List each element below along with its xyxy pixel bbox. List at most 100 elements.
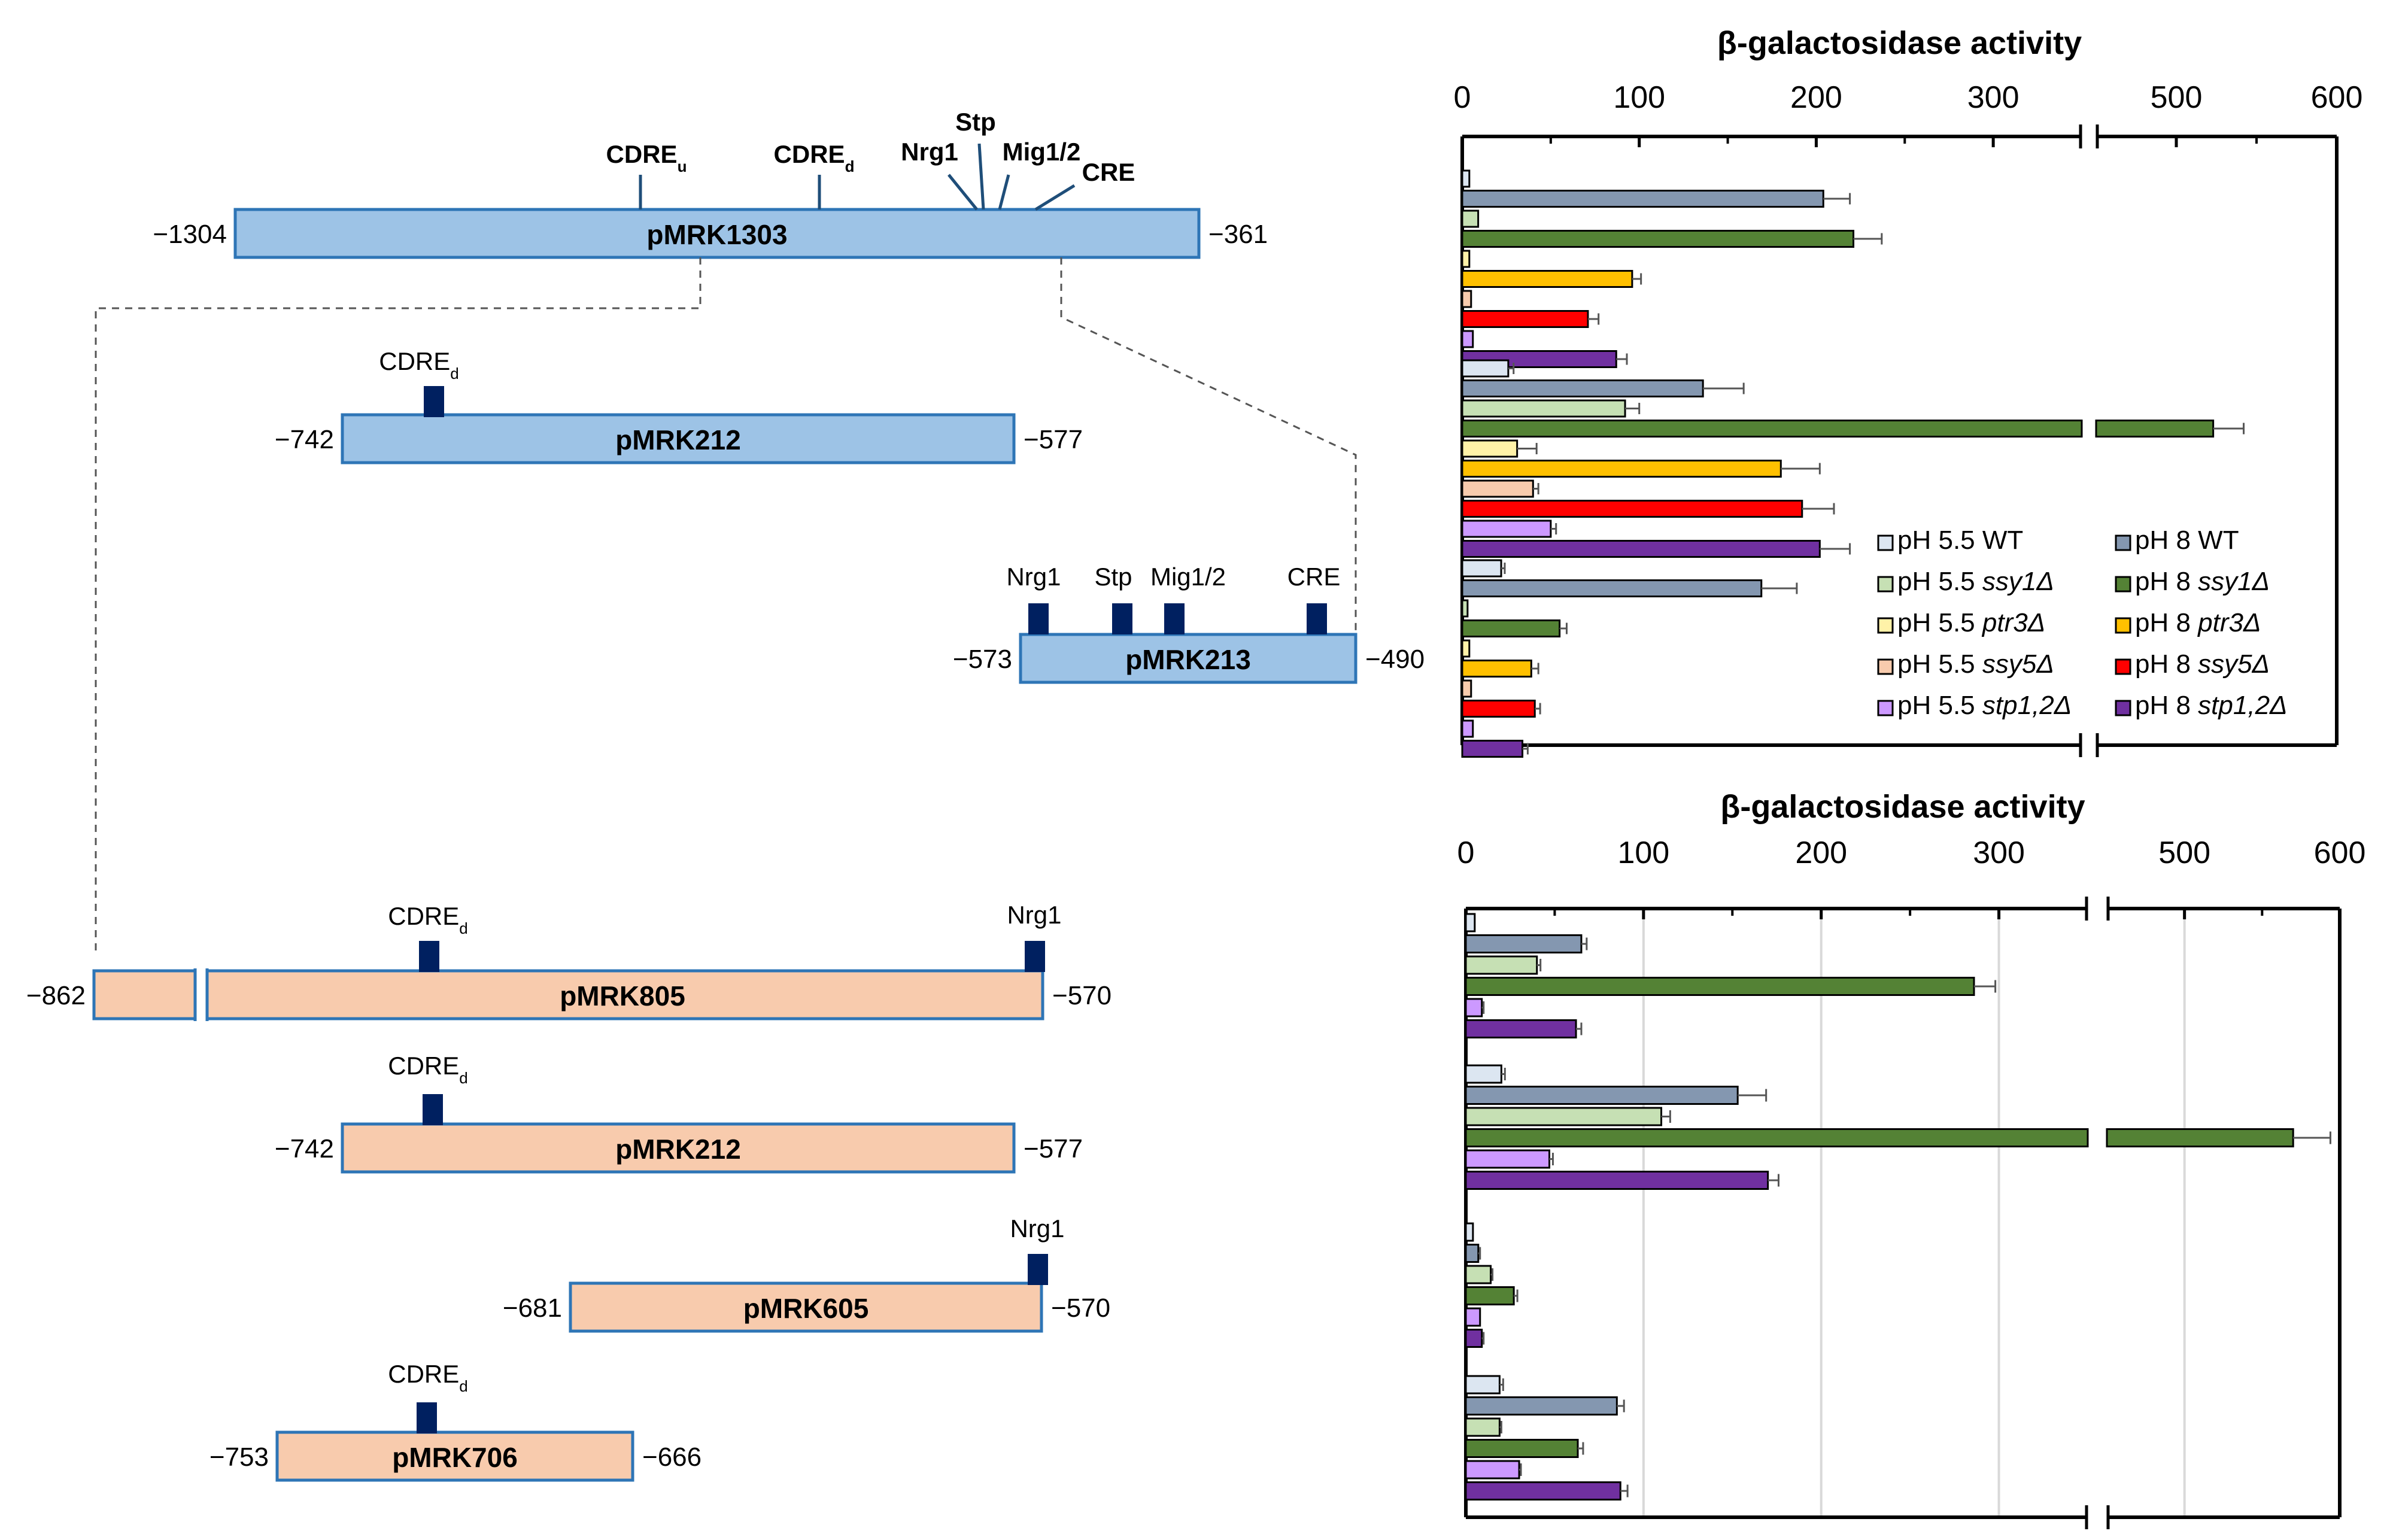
construct-blue-pmrk213-bar bbox=[1019, 633, 1358, 684]
bar-stp8 bbox=[1461, 740, 1524, 758]
site-label-cdre-d: CDREd bbox=[774, 140, 855, 175]
bar-stp55 bbox=[1465, 998, 1483, 1017]
x-tick-label: 300 bbox=[1973, 836, 2025, 870]
construct-pmrk605-bar bbox=[569, 1281, 1043, 1333]
x-tick-label: 300 bbox=[1967, 80, 2019, 115]
site-label-cdre-d: CDREd bbox=[388, 1360, 467, 1395]
construct-pmrk605-end: −570 bbox=[1051, 1293, 1110, 1323]
legend-swatch-ssy555 bbox=[1877, 658, 1894, 675]
site-label-nrg1: Nrg1 bbox=[901, 138, 958, 166]
site-box-mig12 bbox=[1164, 603, 1185, 634]
site-box-nrg1 bbox=[1025, 941, 1045, 972]
zoom-connector-right bbox=[1060, 257, 1357, 634]
x-tick-label: 100 bbox=[1617, 836, 1669, 870]
bar-stp55 bbox=[1461, 719, 1474, 738]
bar-ptr38 bbox=[1461, 270, 1633, 288]
site-box-cre bbox=[1307, 603, 1327, 634]
bar-wt8 bbox=[1461, 579, 1763, 597]
legend-label-stp8: pH 8 stp1,2Δ bbox=[2135, 691, 2288, 720]
bar-ptr355 bbox=[1461, 250, 1471, 268]
bar-ssy155 bbox=[1465, 1265, 1492, 1284]
bar-wt55 bbox=[1461, 359, 1510, 378]
legend-label-wt8: pH 8 WT bbox=[2135, 526, 2239, 555]
construct-pmrk706-bar bbox=[275, 1430, 634, 1482]
bar-wt55 bbox=[1465, 913, 1476, 932]
construct-pmrk605-name: pMRK605 bbox=[743, 1293, 869, 1324]
bar-ssy18 bbox=[1465, 1286, 1515, 1305]
bar-wt55 bbox=[1465, 1375, 1501, 1395]
site-label-cdre-d: CDREd bbox=[379, 347, 458, 382]
bar-ssy155 bbox=[1461, 399, 1626, 418]
x-tick-label: 200 bbox=[1795, 836, 1847, 870]
construct-blue-pmrk213-start: −573 bbox=[953, 645, 1012, 674]
construct-pmrk805-bar bbox=[92, 969, 1044, 1020]
bar-ssy18-continued bbox=[2106, 1128, 2294, 1147]
x-tick-label: 500 bbox=[2158, 836, 2210, 870]
bar-ssy155 bbox=[1465, 1417, 1501, 1437]
x-tick-label: 600 bbox=[2314, 836, 2366, 870]
legend-swatch-ptr355 bbox=[1877, 617, 1894, 634]
construct-orange-pmrk212-name: pMRK212 bbox=[615, 1134, 741, 1165]
bar-ssy18 bbox=[1461, 619, 1561, 637]
legend-label-ssy18: pH 8 ssy1Δ bbox=[2135, 567, 2270, 596]
site-tick-cre bbox=[1034, 184, 1076, 211]
legend-label-stp55: pH 5.5 stp1,2Δ bbox=[1897, 691, 2072, 720]
zoom-connector-left bbox=[95, 257, 701, 952]
site-label-stp: Stp bbox=[1094, 563, 1132, 591]
legend-label-wt55: pH 5.5 WT bbox=[1897, 526, 2023, 555]
bar-wt8 bbox=[1461, 379, 1704, 397]
site-label-cre: CRE bbox=[1082, 158, 1135, 186]
site-label-nrg1: Nrg1 bbox=[1010, 1214, 1064, 1243]
legend-label-ssy58: pH 8 ssy5Δ bbox=[2135, 649, 2270, 679]
site-tick-mig12 bbox=[998, 174, 1010, 210]
bar-ssy555 bbox=[1461, 290, 1472, 308]
construct-pmrk805-start: −862 bbox=[26, 981, 86, 1010]
site-box-cdre-d bbox=[419, 941, 439, 972]
construct-pmrk706-name: pMRK706 bbox=[392, 1442, 518, 1473]
bar-stp55 bbox=[1465, 1149, 1551, 1169]
bar-wt8 bbox=[1465, 1086, 1739, 1105]
bar-ptr38 bbox=[1461, 460, 1782, 478]
x-tick-label: 600 bbox=[2311, 80, 2363, 115]
site-tick-nrg1 bbox=[948, 174, 978, 211]
construct-pmrk1303-end: −361 bbox=[1208, 220, 1268, 249]
bar-stp8 bbox=[1465, 1481, 1621, 1500]
bar-wt8 bbox=[1465, 1244, 1480, 1263]
site-box-cdre-d bbox=[424, 386, 444, 417]
bar-stp55 bbox=[1461, 330, 1474, 348]
construct-pmrk1303-start: −1304 bbox=[153, 220, 227, 249]
site-label-mig12: Mig1/2 bbox=[1003, 138, 1081, 166]
construct-blue-pmrk213-end: −490 bbox=[1365, 645, 1425, 674]
chart-title: β-galactosidase activity bbox=[1720, 789, 2085, 825]
bar-ssy18 bbox=[1461, 230, 1855, 248]
site-tick-stp bbox=[977, 143, 985, 210]
legend-swatch-wt8 bbox=[2115, 534, 2131, 551]
bar-wt55 bbox=[1465, 1064, 1502, 1084]
construct-pmrk605-start: −681 bbox=[503, 1293, 562, 1323]
chart-title: β-galactosidase activity bbox=[1717, 25, 2082, 61]
bar-wt55 bbox=[1465, 1222, 1474, 1242]
legend-label-ptr38: pH 8 ptr3Δ bbox=[2135, 608, 2261, 637]
bar-ssy58 bbox=[1461, 700, 1536, 718]
site-box-stp bbox=[1112, 603, 1132, 634]
bar-wt55 bbox=[1461, 559, 1502, 578]
construct-orange-pmrk212-end: −577 bbox=[1024, 1134, 1083, 1164]
legend-swatch-ptr38 bbox=[2115, 617, 2131, 634]
bar-ssy155 bbox=[1461, 209, 1480, 228]
legend-swatch-stp55 bbox=[1877, 700, 1894, 716]
legend-label-ptr355: pH 5.5 ptr3Δ bbox=[1897, 608, 2045, 637]
construct-blue-pmrk212-name: pMRK212 bbox=[615, 424, 741, 455]
x-tick-label: 0 bbox=[1457, 836, 1475, 870]
construct-blue-pmrk212-start: −742 bbox=[275, 425, 334, 454]
construct-pmrk1303-bar bbox=[233, 208, 1201, 259]
bar-ssy155 bbox=[1461, 599, 1469, 618]
bar-stp55 bbox=[1461, 520, 1552, 538]
legend-swatch-stp8 bbox=[2115, 700, 2131, 716]
site-label-mig12: Mig1/2 bbox=[1150, 563, 1226, 591]
construct-orange-pmrk212-start: −742 bbox=[275, 1134, 334, 1164]
bar-wt8 bbox=[1465, 1396, 1618, 1416]
